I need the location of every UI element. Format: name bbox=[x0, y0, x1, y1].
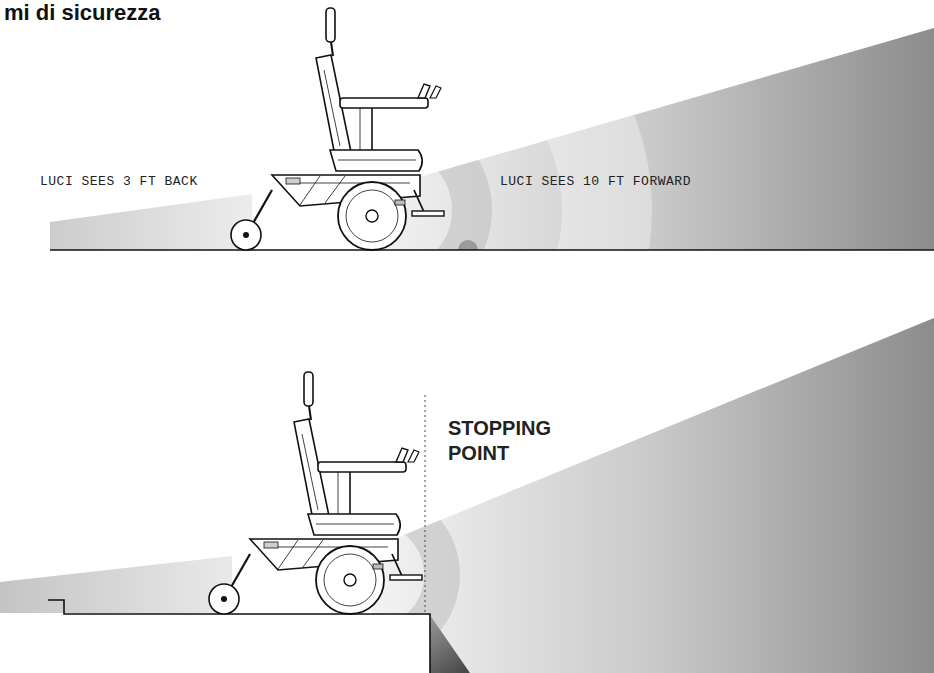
floor-obstacle bbox=[458, 240, 478, 250]
rear-sensor-field bbox=[50, 194, 252, 250]
wheelchair bbox=[209, 372, 422, 614]
stopping-line bbox=[425, 395, 426, 612]
page-title: mi di sicurezza bbox=[4, 0, 161, 26]
stopping-point-label: STOPPING POINT bbox=[448, 416, 568, 466]
wheelchair bbox=[231, 8, 444, 250]
sensor-bands bbox=[177, 0, 607, 425]
rear-sensor-field bbox=[0, 556, 232, 613]
ground-with-drop bbox=[48, 600, 430, 673]
drop-off bbox=[430, 615, 470, 673]
sensor-range-label: LUCI SEES 3 FT BACK bbox=[40, 174, 198, 189]
front-sensor-field bbox=[372, 318, 934, 673]
ground-line bbox=[50, 249, 934, 251]
sensor-range-label: LUCI SEES 10 FT FORWARD bbox=[500, 174, 691, 189]
